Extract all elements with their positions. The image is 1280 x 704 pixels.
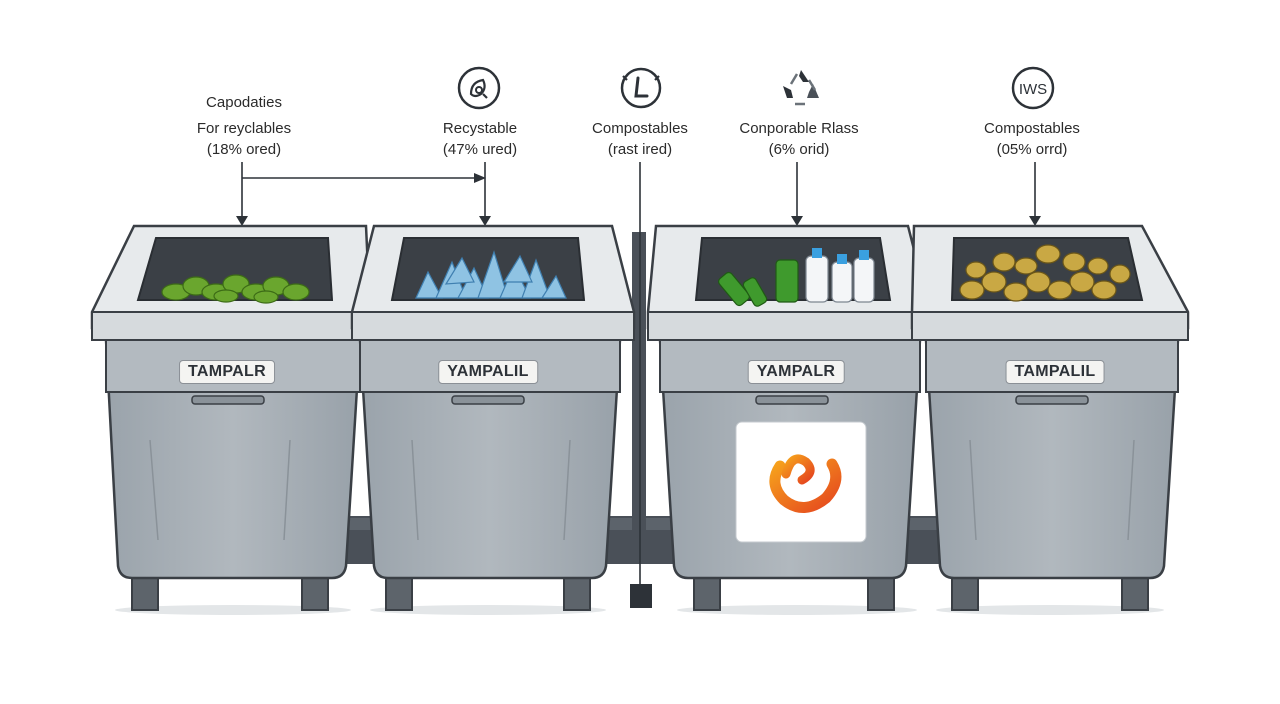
bin-1-contents [161, 274, 310, 304]
label-1: Capodaties For reyclables (18% ored) [197, 92, 291, 160]
bin-4 [910, 224, 1190, 615]
label-5-line-2: (05% orrd) [996, 141, 1068, 158]
bin-1 [90, 224, 372, 615]
floor-weight-block [630, 584, 652, 608]
label-4-line-2: (6% orid) [768, 141, 830, 158]
label-3-line-2: (rast ired) [607, 141, 673, 158]
bin-4-contents [959, 244, 1131, 302]
callout-lines [241, 162, 1036, 590]
label-2-line-2: (47% ured) [442, 141, 518, 158]
bin-2-tag: YAMPALIL [438, 360, 538, 384]
arrowheads [236, 173, 1041, 226]
leaf-recycle-icon [457, 66, 501, 110]
clock-l-icon [620, 67, 662, 109]
label-1-line-2: For reyclables [196, 120, 292, 137]
bin-1-tag: TAMPALR [179, 360, 275, 384]
label-3: Compostables (rast ired) [592, 118, 688, 160]
orange-swirl-logo [769, 454, 842, 513]
label-4-line-1: Conporable Rlass [739, 120, 859, 137]
label-5: Compostables (05% orrd) [984, 118, 1080, 160]
recycle-arrows-icon [783, 70, 819, 106]
iws-badge-icon: IWS [1011, 66, 1055, 110]
bin-2-contents [415, 250, 567, 299]
bin-2 [350, 224, 636, 615]
label-4: Conporable Rlass (6% orid) [739, 118, 858, 160]
bin-3-contents [717, 248, 875, 307]
iws-badge-text: IWS [1019, 81, 1047, 98]
label-3-line-1: Compostables [592, 120, 688, 137]
label-1-line-3: (18% ored) [206, 141, 282, 158]
bin-3 [646, 224, 932, 615]
label-5-line-1: Compostables [984, 120, 1080, 137]
bin-3-tag: YAMPALR [747, 360, 845, 384]
label-2: Recystable (47% ured) [443, 118, 517, 160]
bin-4-tag: TAMPALIL [1005, 360, 1105, 384]
label-1-line-1: Capodaties [206, 94, 282, 111]
label-2-line-1: Recystable [442, 120, 518, 137]
